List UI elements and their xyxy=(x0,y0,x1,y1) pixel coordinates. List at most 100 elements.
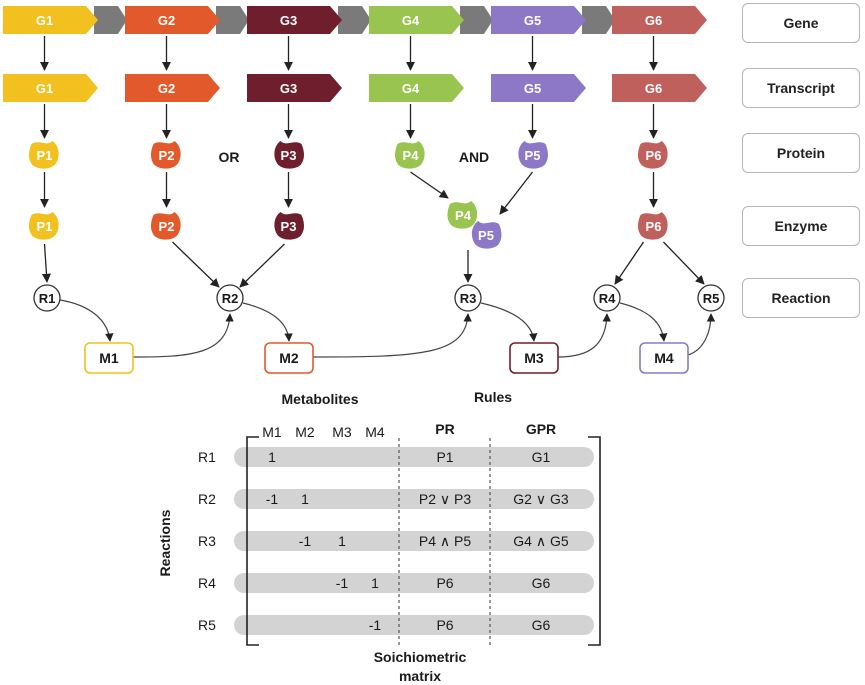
metabolite-node-3: M3 xyxy=(509,342,559,374)
intergenic-spacer xyxy=(582,6,615,34)
metabolite-node-2: M2 xyxy=(264,342,314,374)
matrix-column-header: M2 xyxy=(295,424,315,440)
enzyme-6-label: P6 xyxy=(646,219,662,234)
table-row-band xyxy=(234,531,594,551)
transcript-3-label: G3 xyxy=(280,81,297,96)
gene-1-label: G1 xyxy=(36,13,53,28)
enzyme-3-label: P3 xyxy=(281,219,297,234)
protein-6-label: P6 xyxy=(646,148,662,163)
and-label: AND xyxy=(459,149,489,165)
metabolites-title: Metabolites xyxy=(281,391,358,407)
gpr-rule: G6 xyxy=(532,575,551,591)
enzyme-4-label: P4 xyxy=(455,208,472,223)
transcript-2-label: G2 xyxy=(158,81,175,96)
gene-2: G2 xyxy=(125,6,220,34)
reaction-node-1: R1 xyxy=(33,284,61,312)
enzyme-2: P2 xyxy=(151,212,181,240)
gene-4-label: G4 xyxy=(402,13,420,28)
protein-3: P3 xyxy=(274,141,304,169)
gene-6-label: G6 xyxy=(645,13,662,28)
connector-arrow xyxy=(614,241,645,285)
matrix-cell: 1 xyxy=(338,533,346,549)
protein-3-label: P3 xyxy=(281,148,297,163)
table-row-band xyxy=(234,573,594,593)
matrix-cell: -1 xyxy=(336,575,349,591)
level-enzyme-label: Enzyme xyxy=(742,206,860,246)
metabolite-node-4: M4 xyxy=(639,342,689,374)
matrix-cell: -1 xyxy=(369,617,382,633)
matrix-column-header: M3 xyxy=(332,424,352,440)
level-gene-label: Gene xyxy=(742,3,860,43)
gene-2-label: G2 xyxy=(158,13,175,28)
connector-arrow xyxy=(499,171,534,215)
stoichiometric-table: Metabolites Rules Reactions Soichiometri… xyxy=(157,389,601,684)
matrix-column-header: M4 xyxy=(365,424,385,440)
enzyme-3: P3 xyxy=(274,212,304,240)
matrix-caption-line1: Soichiometric xyxy=(374,649,467,665)
rules-title: Rules xyxy=(474,389,512,405)
flux-arrow xyxy=(59,299,114,342)
pr-rule: P1 xyxy=(436,449,453,465)
level-reaction-label: Reaction xyxy=(742,278,860,318)
gpr-rule: G2 ∨ G3 xyxy=(513,491,569,507)
metabolite-label: M3 xyxy=(524,350,544,366)
flux-arrow xyxy=(242,302,293,342)
reaction-node-2: R2 xyxy=(216,284,244,312)
row-reaction-label: R5 xyxy=(198,617,216,633)
transcript-2: G2 xyxy=(125,74,220,102)
table-row-band xyxy=(234,489,594,509)
reaction-node-3: R3 xyxy=(454,284,482,312)
transcript-1: G1 xyxy=(3,74,98,102)
row-reaction-label: R3 xyxy=(198,533,216,549)
transcript-5: G5 xyxy=(491,74,586,102)
level-protein-label: Protein xyxy=(742,133,860,173)
reaction-label: R3 xyxy=(460,291,477,306)
transcript-3: G3 xyxy=(247,74,342,102)
gene-3-label: G3 xyxy=(280,13,297,28)
transcript-6-label: G6 xyxy=(645,81,662,96)
intergenic-spacer xyxy=(338,6,371,34)
connector-layer xyxy=(39,36,716,358)
protein-2-label: P2 xyxy=(159,148,175,163)
connector-arrow xyxy=(410,171,449,199)
gpr-rule: G6 xyxy=(532,617,551,633)
reaction-label: R4 xyxy=(599,291,616,306)
flux-arrow xyxy=(557,313,611,358)
matrix-left-bracket xyxy=(246,436,259,646)
gene-1: G1 xyxy=(3,6,98,34)
transcript-4-label: G4 xyxy=(402,81,420,96)
or-label: OR xyxy=(219,149,240,165)
reactions-axis-label: Reactions xyxy=(157,509,173,576)
gene-5: G5 xyxy=(491,6,586,34)
gpr-rule: G4 ∧ G5 xyxy=(513,533,569,549)
enzyme-4: P4 xyxy=(447,201,478,229)
metabolite-label: M1 xyxy=(99,350,119,366)
transcript-4: G4 xyxy=(369,74,464,102)
protein-5-label: P5 xyxy=(525,148,541,163)
reaction-label: R5 xyxy=(703,291,720,306)
metabolite-row: M1 M2 M3 M4 xyxy=(84,342,689,374)
gpr-rule: G1 xyxy=(532,449,551,465)
enzyme-2-label: P2 xyxy=(159,219,175,234)
pr-rule: P4 ∧ P5 xyxy=(419,533,471,549)
enzyme-6: P6 xyxy=(638,212,668,240)
protein-4-label: P4 xyxy=(403,148,420,163)
enzyme-5-label: P5 xyxy=(478,228,494,243)
enzyme-5: P5 xyxy=(471,221,502,249)
matrix-cell: -1 xyxy=(299,533,312,549)
reaction-node-5: R5 xyxy=(697,284,725,312)
flux-arrow xyxy=(619,302,668,342)
matrix-column-header: M1 xyxy=(262,424,282,440)
protein-2: P2 xyxy=(151,141,181,169)
row-reaction-label: R1 xyxy=(198,449,216,465)
protein-1-label: P1 xyxy=(37,148,53,163)
reaction-node-4: R4 xyxy=(593,284,621,312)
protein-4: P4 xyxy=(395,141,425,169)
matrix-cell: 1 xyxy=(268,449,276,465)
pr-rule: P6 xyxy=(436,575,453,591)
matrix-cell: 1 xyxy=(371,575,379,591)
flux-arrow xyxy=(687,313,716,356)
connector-arrow xyxy=(239,243,285,288)
